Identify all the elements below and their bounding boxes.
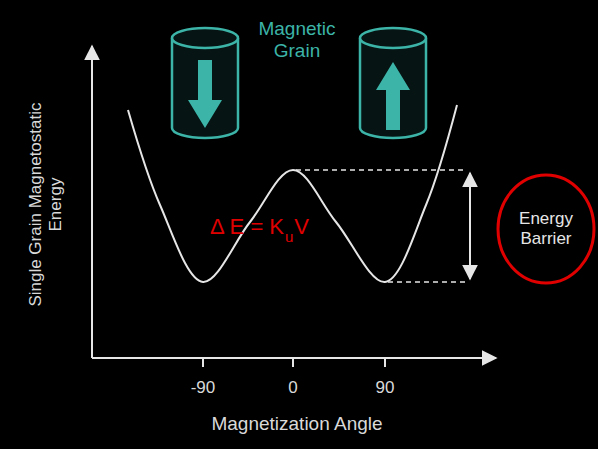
grain-title: Magnetic Grain xyxy=(242,18,352,62)
axis-title: Single Grain Magnetostatic Energy xyxy=(26,100,65,310)
barrier-arrow xyxy=(469,173,471,279)
axis-title: Magnetization Angle xyxy=(211,413,382,435)
tick-label: 0 xyxy=(288,378,297,398)
grain-cylinder xyxy=(172,28,238,138)
barrier-callout: Energy Barrier xyxy=(496,173,596,285)
tick-label: 90 xyxy=(376,378,395,398)
barrier-guides xyxy=(296,170,466,282)
tick-label: -90 xyxy=(191,378,216,398)
callout-ellipse xyxy=(498,175,594,283)
grain-cylinder xyxy=(360,28,426,138)
axis-ticks xyxy=(203,358,385,367)
formula-text: Δ E = K xyxy=(210,214,284,239)
y-axis xyxy=(91,46,93,358)
callout-text: Energy Barrier xyxy=(504,209,588,250)
formula-text: V xyxy=(294,214,309,239)
energy-curve xyxy=(128,105,457,282)
formula-subscript: u xyxy=(285,228,293,245)
